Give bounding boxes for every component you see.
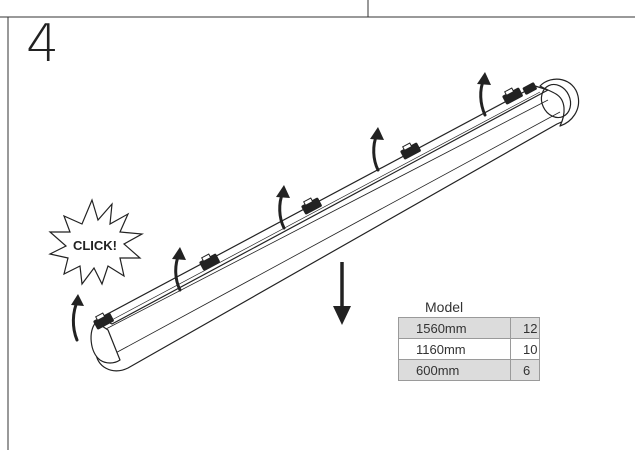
curved-arrow-icon [370,127,384,172]
curved-arrow-icon [71,294,84,342]
clip-count: 12 [510,317,540,339]
clip-count: 6 [510,359,540,381]
clip [301,197,322,215]
click-label: CLICK! [73,238,117,253]
clip-count: 10 [510,338,540,360]
clip [199,253,220,271]
mounting-clips [93,82,537,330]
step-number: 4 [26,14,60,74]
diffuser-lower-edge [109,111,561,357]
end-cap-right-ring [540,83,572,119]
click-burst: CLICK! [48,198,144,286]
table-row: 1160mm 10 [398,338,540,360]
clip [400,142,421,160]
starburst-icon [48,198,144,286]
table-row: 1560mm 12 [398,317,540,339]
curved-arrow-icon [477,72,491,117]
gear-tray-inner [107,91,541,323]
clip [93,312,114,330]
model-table: 1560mm 12 1160mm 10 600mm 6 [398,317,540,381]
clip-arrows [71,72,491,342]
end-cap-left [90,321,121,364]
table-row: 600mm 6 [398,359,540,381]
curved-arrow-icon [172,247,186,292]
model-size: 1160mm [398,338,511,360]
clip [522,82,537,95]
model-size: 600mm [398,359,511,381]
diffuser-edge [103,99,549,331]
clip [502,87,523,105]
end-cap-right [539,78,580,127]
curved-arrow-icon [276,185,290,230]
down-arrow-icon [333,262,351,325]
model-size: 1560mm [398,317,511,339]
gear-tray [99,85,549,325]
model-table-title: Model [425,299,464,315]
